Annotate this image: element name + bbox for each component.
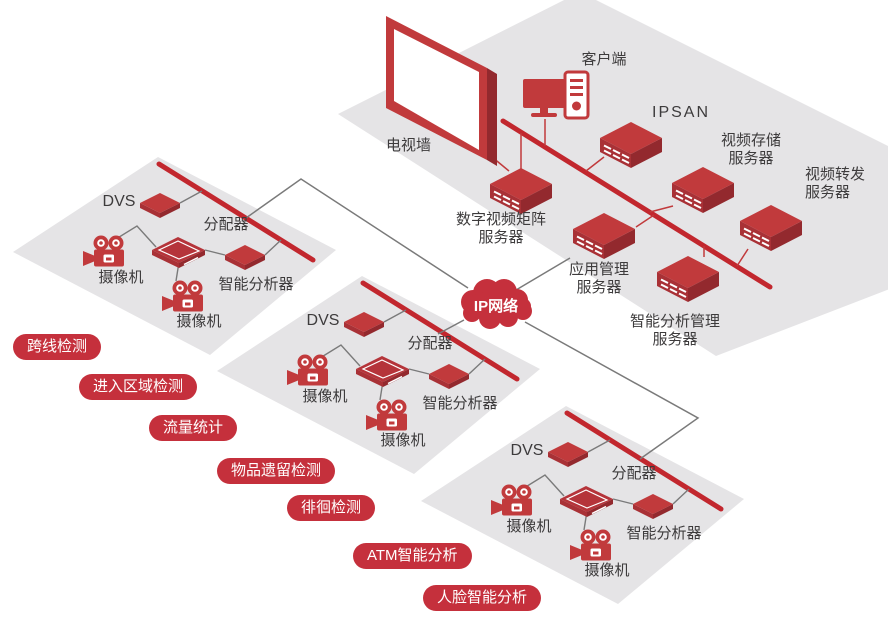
camera1-label: 摄像机 [506, 518, 552, 535]
middle-platform-to-cloud-line [437, 319, 465, 335]
server-network-bus [500, 118, 773, 290]
dvs-label: DVS [306, 312, 340, 329]
distributor-label: 分配器 [203, 216, 249, 233]
tv-wall-icon [386, 16, 497, 166]
storage-link [649, 205, 674, 213]
cloud-to-server-platform-line [515, 257, 571, 291]
analyzer-label: 智能分析器 [626, 525, 702, 542]
camera2-label: 摄像机 [176, 313, 222, 330]
bottom-platform-to-cloud-line [524, 321, 700, 460]
app-mgmt-label: 应用管理 服务器 [568, 261, 630, 296]
video-matrix-label: 数字视频矩阵 服务器 [455, 211, 547, 246]
left-platform-to-cloud-line [245, 178, 469, 289]
feature-tag-intrusion: 进入区域检测 [79, 374, 198, 400]
video-storage-label: 视频存储 服务器 [720, 132, 782, 167]
dvs-label: DVS [510, 442, 544, 459]
feature-tag-traffic: 流量统计 [149, 415, 238, 441]
distributor-label: 分配器 [611, 465, 657, 482]
feature-tag-atm: ATM智能分析 [353, 543, 472, 569]
dvs-label: DVS [102, 193, 136, 210]
ipsan-link [585, 156, 605, 172]
feature-tag-face: 人脸智能分析 [423, 585, 542, 611]
client-pc-icon [523, 70, 590, 120]
appmgmt-link [635, 214, 655, 228]
ipsan-label: IPSAN [652, 104, 711, 121]
camera1-label: 摄像机 [302, 388, 348, 405]
ip-network-cloud [461, 279, 532, 329]
camera2-label: 摄像机 [584, 562, 630, 579]
camera2-label: 摄像机 [380, 432, 426, 449]
video-forward-label: 视频转发 服务器 [805, 166, 866, 201]
feature-tag-leftobject: 物品遗留检测 [217, 458, 336, 484]
camera-platform-bottom [421, 406, 744, 604]
client-label: 客户端 [581, 51, 627, 68]
distributor-label: 分配器 [407, 335, 453, 352]
feature-tag-crossline: 跨线检测 [13, 334, 102, 360]
analyzer-label: 智能分析器 [422, 395, 498, 412]
forward-link [736, 248, 749, 267]
ip-network-label: IP网络 [473, 298, 519, 315]
feature-tag-loitering: 徘徊检测 [287, 495, 376, 521]
camera1-label: 摄像机 [98, 269, 144, 286]
tv-wall-label: 电视墙 [386, 137, 432, 154]
server-platform [338, 0, 888, 356]
intel-mgmt-label: 智能分析管理 服务器 [629, 313, 721, 348]
analyzer-label: 智能分析器 [218, 276, 294, 293]
